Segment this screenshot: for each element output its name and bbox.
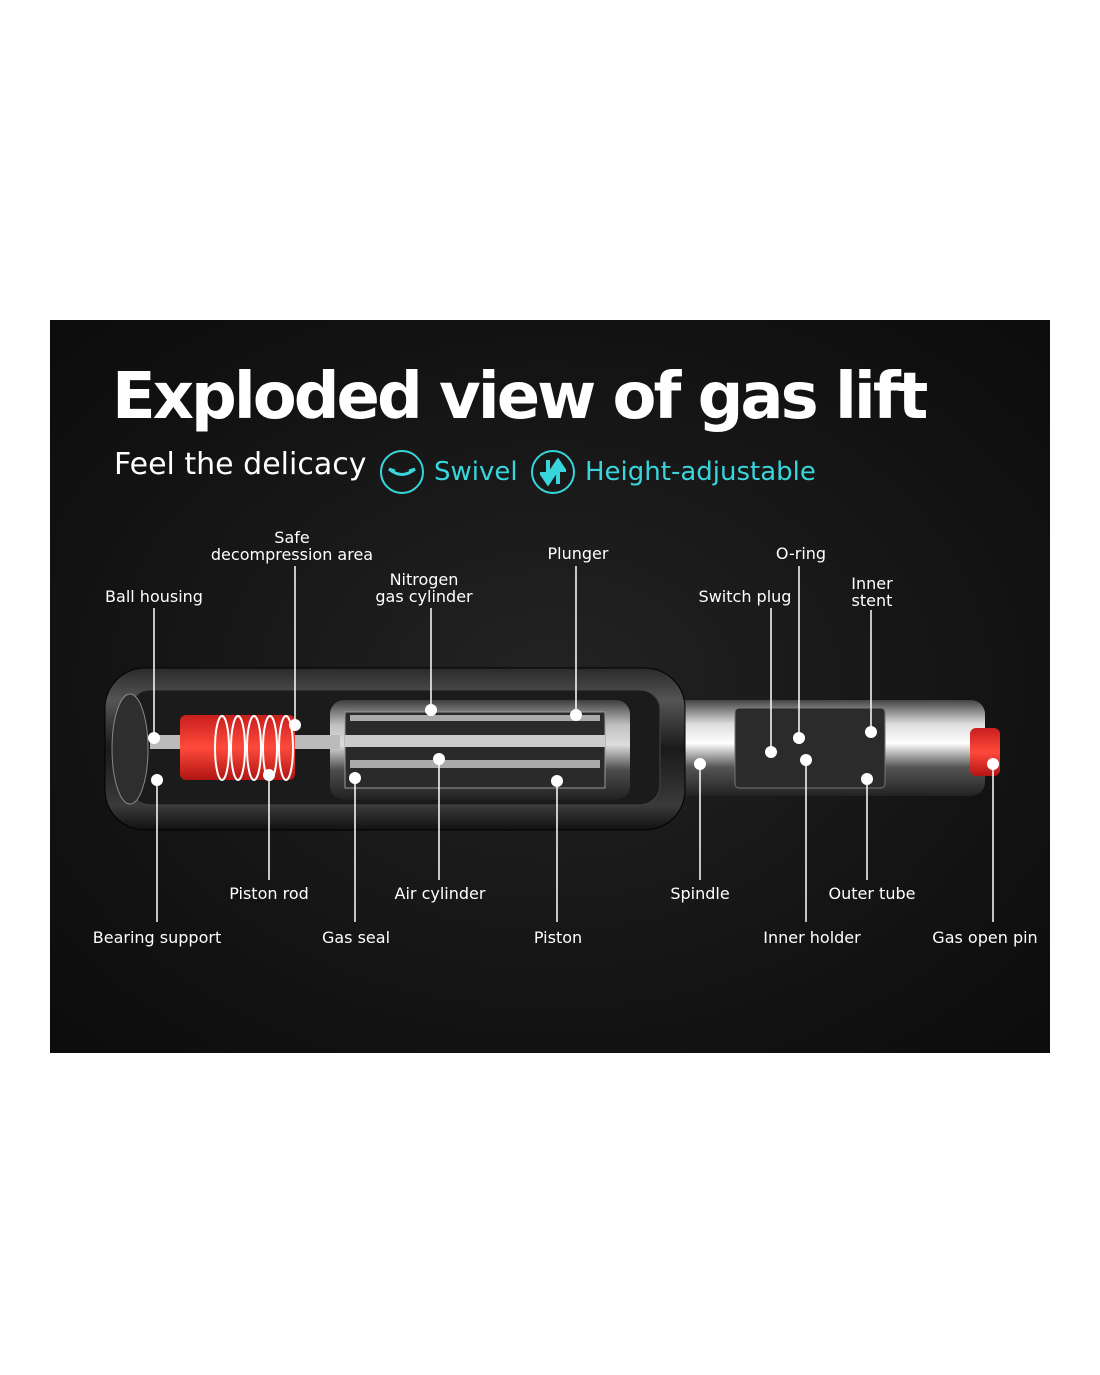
- subtitle: Feel the delicacy: [114, 447, 367, 482]
- leader-dot-spindle: [694, 758, 706, 770]
- label-spindle: Spindle: [670, 884, 730, 903]
- leader-dot-piston: [551, 775, 563, 787]
- leader-dot-gas-seal: [349, 772, 361, 784]
- leader-dot-nitrogen-gas-cylinder: [425, 704, 437, 716]
- label-piston: Piston: [533, 928, 583, 947]
- up-down-arrows-icon: [531, 450, 575, 494]
- label-line: Inner: [851, 574, 893, 593]
- label-line: Safe: [274, 528, 310, 547]
- outer-tube-shape: [104, 667, 1000, 831]
- leader-dot-plunger: [570, 709, 582, 721]
- leader-dot-switch-plug: [765, 746, 777, 758]
- feature-swivel: Swivel: [380, 450, 518, 494]
- leader-dot-outer-tube: [861, 773, 873, 785]
- label-ball-housing: Ball housing: [105, 587, 203, 606]
- leader-dot-inner-stent: [865, 726, 877, 738]
- label-line: decompression area: [210, 545, 374, 564]
- feature-label: Swivel: [434, 457, 518, 487]
- label-air-cylinder: Air cylinder: [394, 884, 486, 903]
- leader-dot-gas-open-pin: [987, 758, 999, 770]
- label-outer-tube: Outer tube: [828, 884, 916, 903]
- leader-dot-bearing-support: [151, 774, 163, 786]
- label-line: gas cylinder: [375, 587, 473, 606]
- leader-dot-piston-rod: [263, 769, 275, 781]
- label-piston-rod: Piston rod: [229, 884, 309, 903]
- swivel-icon: [380, 450, 424, 494]
- label-gas-seal: Gas seal: [321, 928, 391, 947]
- label-line: Nitrogen: [389, 570, 459, 589]
- leader-dot-safe-decompression-area: [289, 719, 301, 731]
- label-switch-plug: Switch plug: [698, 587, 792, 606]
- leader-dot-o-ring: [793, 732, 805, 744]
- label-o-ring: O-ring: [775, 544, 827, 563]
- label-gas-open-pin: Gas open pin: [932, 928, 1038, 947]
- label-bearing-support: Bearing support: [92, 928, 222, 947]
- leader-dot-ball-housing: [148, 732, 160, 744]
- feature-height-adjustable: Height-adjustable: [531, 450, 816, 494]
- leader-dot-air-cylinder: [433, 753, 445, 765]
- page-title: Exploded view of gas lift: [112, 360, 928, 434]
- label-plunger: Plunger: [547, 544, 609, 563]
- label-inner-holder: Inner holder: [763, 928, 861, 947]
- leader-dot-inner-holder: [800, 754, 812, 766]
- label-line: stent: [851, 591, 893, 610]
- feature-label: Height-adjustable: [585, 457, 816, 487]
